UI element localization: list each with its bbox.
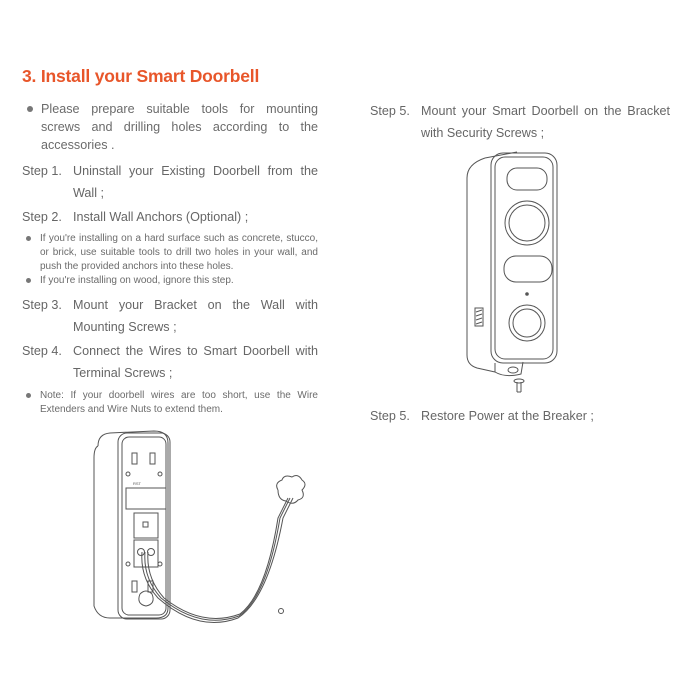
doorbell-back-wiring-illustration: RST bbox=[93, 430, 306, 623]
step-text: Mount your Smart Doorbell on the Bracket… bbox=[421, 104, 670, 140]
left-column: Please prepare suitable tools for mounti… bbox=[22, 100, 318, 417]
step-5-mount: Step 5. Mount your Smart Doorbell on the… bbox=[370, 100, 670, 144]
step2-note-1: If you're installing on a hard surface s… bbox=[22, 232, 318, 274]
step-text: Uninstall your Existing Doorbell from th… bbox=[73, 164, 318, 200]
bullet-dot-icon bbox=[26, 236, 31, 241]
step-4: Step 4. Connect the Wires to Smart Doorb… bbox=[22, 340, 318, 384]
step2-note-2: If you're installing on wood, ignore thi… bbox=[22, 274, 318, 288]
step-number: Step 4. bbox=[22, 344, 62, 358]
section-title: 3. Install your Smart Doorbell bbox=[22, 66, 260, 86]
step-5-power: Step 5. Restore Power at the Breaker ; bbox=[370, 405, 670, 427]
step-2: Step 2. Install Wall Anchors (Optional) … bbox=[22, 206, 318, 228]
step-3: Step 3. Mount your Bracket on the Wall w… bbox=[22, 294, 318, 338]
step-number: Step 5. bbox=[370, 104, 410, 118]
svg-text:RST: RST bbox=[133, 481, 142, 486]
step-number: Step 2. bbox=[22, 210, 62, 224]
bullet-dot-icon bbox=[27, 106, 33, 112]
step-number: Step 5. bbox=[370, 409, 410, 423]
step-number: Step 1. bbox=[22, 164, 62, 178]
step-text: Restore Power at the Breaker ; bbox=[421, 409, 594, 423]
step-text: Mount your Bracket on the Wall with Moun… bbox=[73, 298, 318, 334]
intro-bullet: Please prepare suitable tools for mounti… bbox=[22, 100, 318, 154]
step-text: Connect the Wires to Smart Doorbell with… bbox=[73, 344, 318, 380]
right-column: Step 5. Mount your Smart Doorbell on the… bbox=[370, 100, 670, 144]
step-text: Install Wall Anchors (Optional) ; bbox=[73, 210, 249, 224]
bullet-dot-icon bbox=[26, 393, 31, 398]
step-number: Step 3. bbox=[22, 298, 62, 312]
step4-note: Note: If your doorbell wires are too sho… bbox=[22, 389, 318, 417]
doorbell-front-illustration bbox=[466, 151, 558, 393]
step-1: Step 1. Uninstall your Existing Doorbell… bbox=[22, 160, 318, 204]
bullet-dot-icon bbox=[26, 278, 31, 283]
